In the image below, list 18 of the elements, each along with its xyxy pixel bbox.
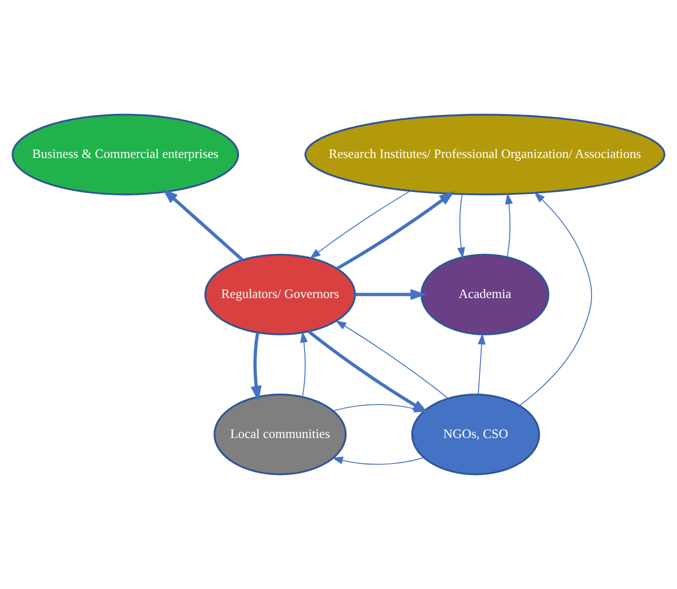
arrow [250,332,262,402]
node-ellipse: Research Institutes/ Professional Organization/ Associations [304,114,666,196]
node-ellipse: Business & Commercial enterprises [12,114,240,196]
arrow [300,331,308,398]
arrow [478,333,486,395]
arrow [355,288,426,300]
arrow [335,320,448,399]
arrow [519,192,592,406]
arrow [336,190,455,270]
node-ellipse: Academia [420,254,550,336]
arrow [332,456,424,465]
arrow [310,190,411,259]
arrow [308,330,429,414]
node-ellipse: Local communities [214,394,347,476]
arrow [457,194,466,259]
node-ellipse: Regulators/ Governors [204,254,356,336]
arrow [162,188,244,262]
arrow [505,192,513,258]
